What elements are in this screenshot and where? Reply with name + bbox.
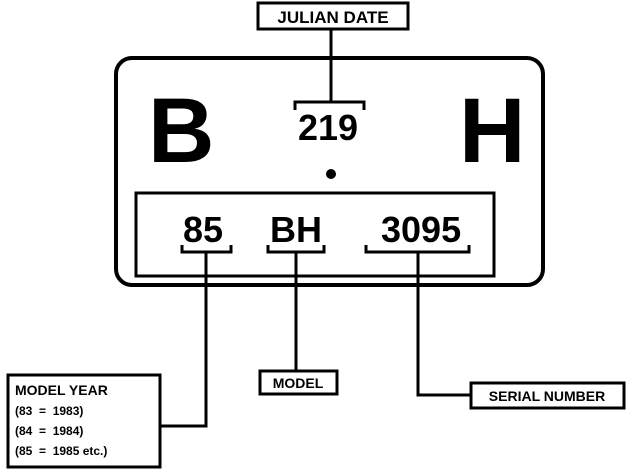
serial-number-label-box xyxy=(469,381,626,410)
model-year-box xyxy=(6,373,162,469)
serial-value: 3095 xyxy=(381,209,461,250)
model-year-leader xyxy=(160,252,208,428)
julian-date-label-box xyxy=(256,1,410,31)
inner-box xyxy=(134,191,496,278)
julian-date-label: JULIAN DATE xyxy=(277,8,388,27)
model-label-box xyxy=(258,369,339,396)
right-letter: H xyxy=(459,80,525,182)
model-year-line-2: (84 = 1984) xyxy=(15,424,83,438)
model-year-value: 85 xyxy=(183,209,223,250)
model-year-line-1: (83 = 1983) xyxy=(15,404,83,418)
model-value: BH xyxy=(270,209,322,250)
serial-leader xyxy=(416,252,471,397)
center-dot xyxy=(326,169,336,179)
model-year-title: MODEL YEAR xyxy=(15,382,108,398)
left-letter: B xyxy=(148,80,214,182)
model-year-line-3: (85 = 1985 etc.) xyxy=(15,444,107,458)
serial-number-label: SERIAL NUMBER xyxy=(489,388,605,404)
model-label: MODEL xyxy=(273,375,324,391)
julian-value: 219 xyxy=(298,107,358,148)
